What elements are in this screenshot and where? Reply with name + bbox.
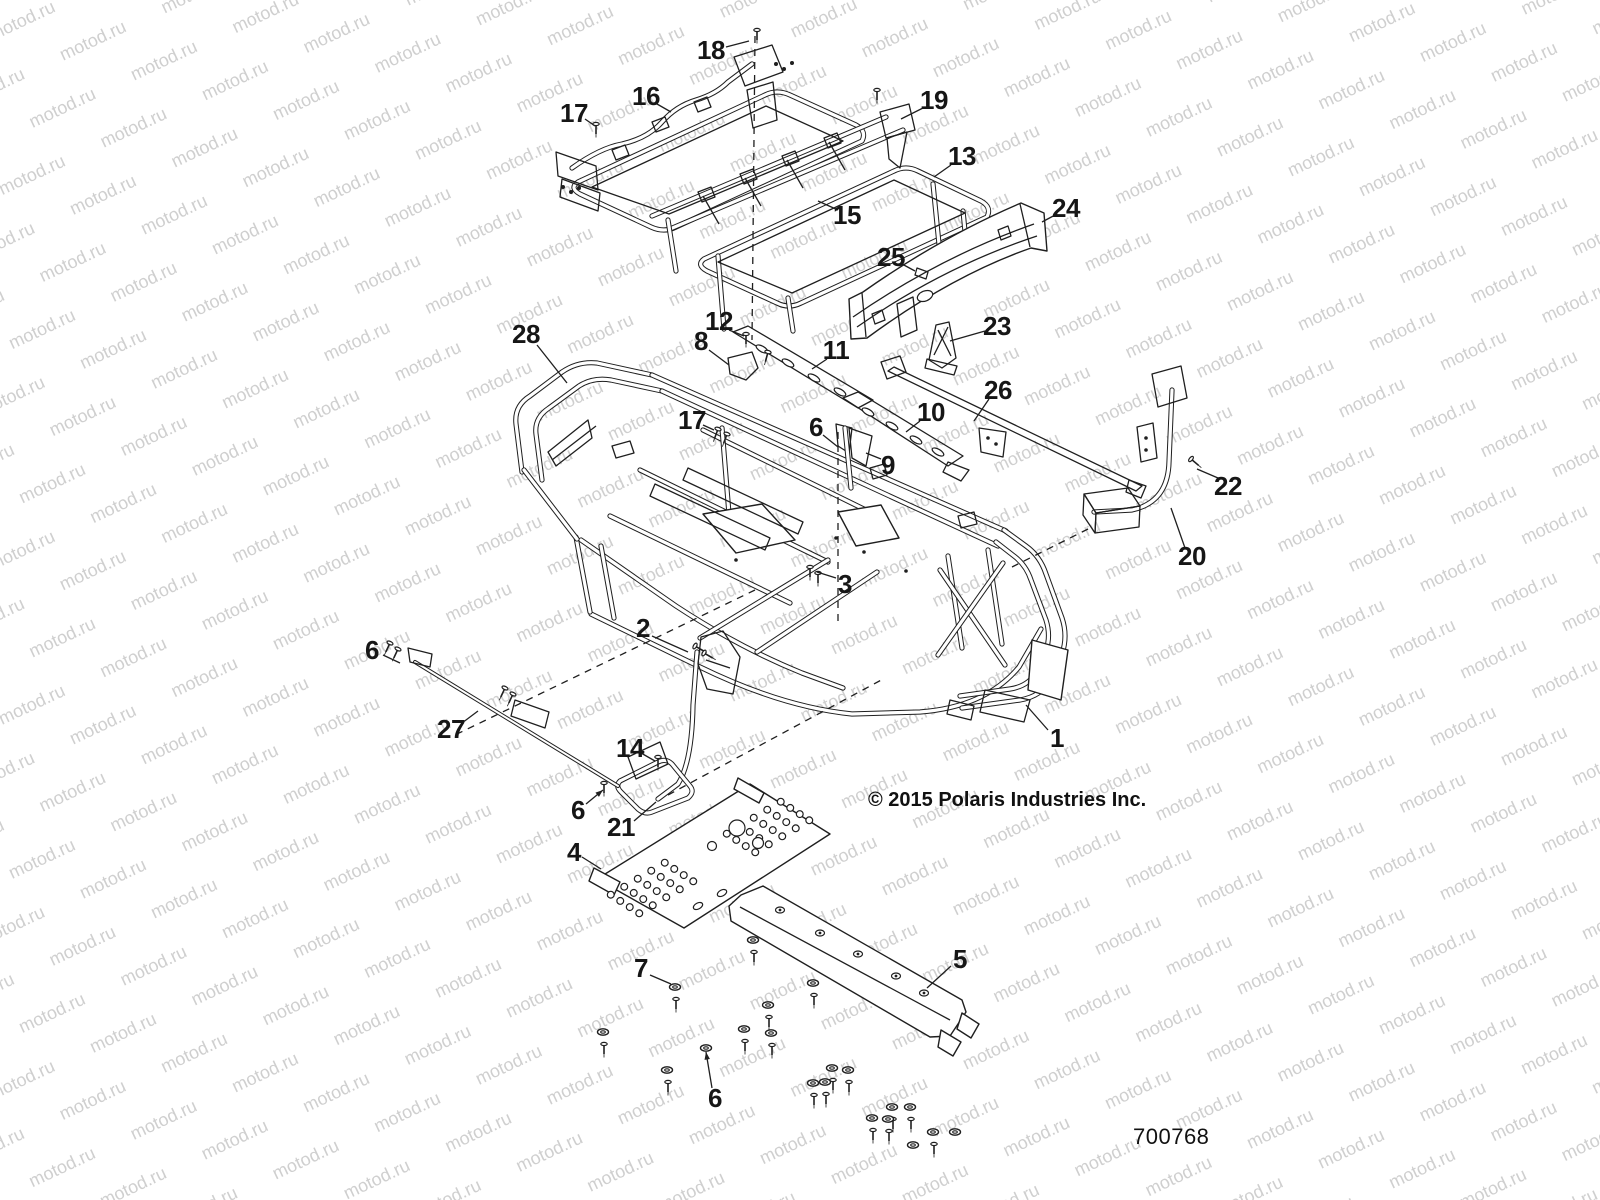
callout-17: 17: [560, 98, 588, 128]
callout-5: 5: [953, 944, 967, 974]
callout-6: 6: [571, 795, 585, 825]
callout-9: 9: [881, 450, 895, 480]
callout-16: 16: [632, 81, 660, 111]
fasteners-and-leader-lines: [382, 27, 1219, 1158]
callout-25: 25: [877, 242, 905, 272]
callout-12: 12: [705, 306, 733, 336]
part-main-frame: [407, 360, 1188, 816]
callout-1: 1: [1050, 723, 1064, 753]
callout-24: 24: [1052, 193, 1080, 223]
part-rear-panel-24: [848, 202, 1048, 376]
callout-15: 15: [833, 200, 861, 230]
callout-2: 2: [636, 613, 650, 643]
callout-26: 26: [984, 375, 1012, 405]
callout-8: 8: [694, 326, 708, 356]
callout-17: 17: [678, 405, 706, 435]
callout-10: 10: [917, 397, 945, 427]
callout-28: 28: [512, 319, 540, 349]
callout-4: 4: [567, 837, 581, 867]
callout-21: 21: [607, 812, 635, 842]
callout-14: 14: [616, 733, 644, 763]
callout-3: 3: [838, 569, 852, 599]
callout-7: 7: [634, 953, 648, 983]
callout-6: 6: [365, 635, 379, 665]
part-seat-rails: [727, 325, 1147, 499]
copyright-text: © 2015 Polaris Industries Inc.: [868, 789, 1147, 811]
callout-20: 20: [1178, 541, 1206, 571]
callout-11: 11: [822, 335, 850, 365]
diagram-number: 700768: [1133, 1124, 1210, 1149]
callout-23: 23: [983, 311, 1011, 341]
callout-19: 19: [920, 85, 948, 115]
callout-22: 22: [1214, 471, 1242, 501]
callout-13: 13: [948, 141, 976, 171]
callout-6: 6: [708, 1083, 722, 1113]
part-skid-plates: [588, 777, 980, 1057]
callout-18: 18: [697, 35, 725, 65]
callout-6: 6: [809, 412, 823, 442]
callout-27: 27: [437, 714, 465, 744]
part-cargo-rack-assembly: [555, 44, 992, 334]
